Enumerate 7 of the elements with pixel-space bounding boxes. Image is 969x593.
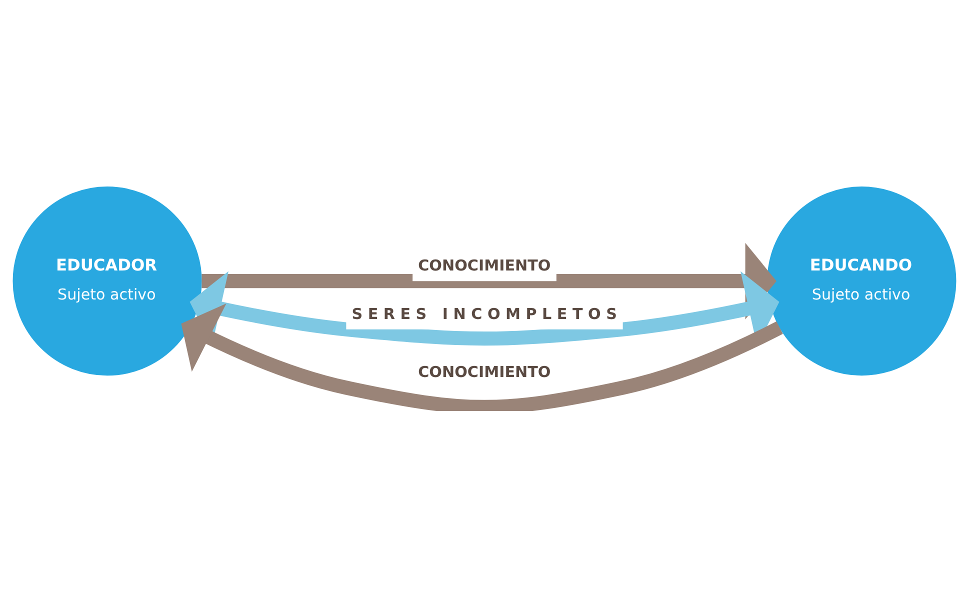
edge-label: CONOCIMIENTO — [418, 362, 551, 381]
edge-label: CONOCIMIENTO — [418, 256, 551, 274]
arrow — [181, 303, 783, 410]
edge-label: S E R E S I N C O M P L E T O S — [352, 304, 617, 322]
arrow — [190, 270, 780, 346]
node-circle: EDUCANDO Sujeto activo — [767, 186, 956, 376]
node-circle: EDUCADOR Sujeto activo — [12, 186, 202, 376]
